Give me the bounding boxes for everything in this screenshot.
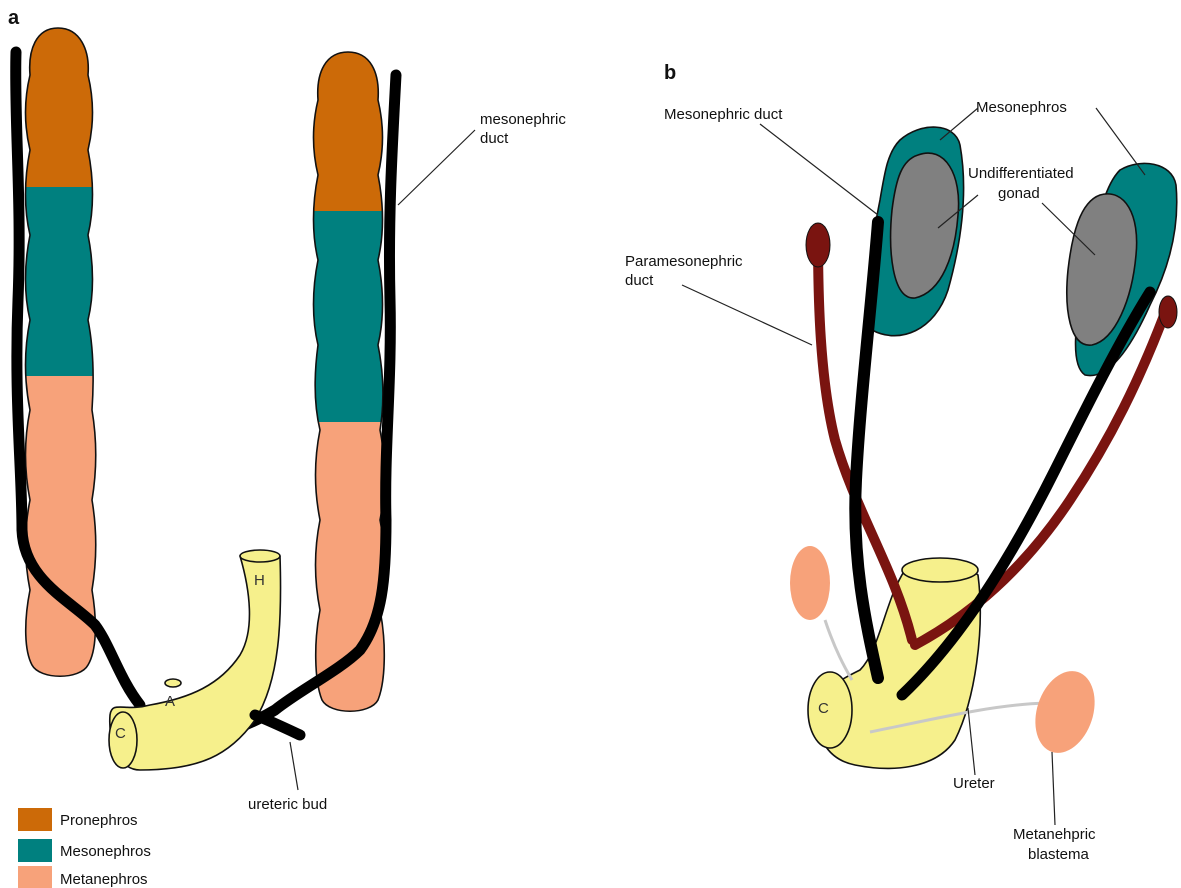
- mesonephros-label-b: Mesonephros: [976, 99, 1067, 116]
- right-pronephros: [300, 45, 400, 212]
- left-kidney-column: [10, 20, 110, 686]
- legend: Pronephros Mesonephros Metanephros: [18, 808, 151, 888]
- right-metanephric-blastema: [1025, 663, 1104, 760]
- legend-label-metanephros: Metanephros: [60, 871, 148, 888]
- metanephric-blastema-leader: [1052, 752, 1055, 825]
- left-metanephric-blastema: [790, 546, 830, 620]
- left-mesonephric-duct-b: [855, 222, 878, 678]
- ureteric-bud-label: ureteric bud: [248, 796, 327, 813]
- mesonephric-duct-label-a: mesonephric duct: [480, 111, 570, 147]
- legend-swatch-mesonephros: [18, 839, 52, 862]
- panel-a-letter: a: [8, 7, 20, 29]
- mesonephric-duct-label-b: Mesonephric duct: [664, 106, 783, 123]
- ureter-label: Ureter: [953, 775, 995, 792]
- metanephric-blastema-label: Metanehpric blastema: [1013, 826, 1100, 863]
- ureteric-bud: [255, 715, 300, 735]
- legend-swatch-pronephros: [18, 808, 52, 831]
- cloaca-b-c-mark: C: [818, 700, 829, 717]
- ureter-left-b: [825, 620, 852, 680]
- legend-swatch-metanephros: [18, 866, 52, 888]
- cloaca-a-h-mark: H: [254, 572, 265, 589]
- panel-b-letter: b: [664, 62, 676, 84]
- undiff-gonad-label: Undifferentiated gonad: [968, 165, 1078, 202]
- cloaca-a-c-mark: C: [115, 725, 126, 742]
- mesonephros-leader-left: [940, 108, 978, 140]
- legend-label-pronephros: Pronephros: [60, 812, 138, 829]
- cloaca-a-a-mark: A: [165, 693, 175, 710]
- mesonephric-duct-leader-b: [760, 124, 878, 215]
- mesonephros-leader-right: [1096, 108, 1145, 175]
- ureteric-bud-leader: [290, 742, 298, 790]
- cloaca-a: C A H: [109, 550, 281, 770]
- ureter-leader: [968, 708, 975, 775]
- paramesonephric-duct-label: Paramesonephric duct: [625, 253, 747, 289]
- paramesonephric-duct-leader: [682, 285, 812, 345]
- mesonephric-duct-leader-a: [398, 130, 475, 205]
- legend-label-mesonephros: Mesonephros: [60, 843, 151, 860]
